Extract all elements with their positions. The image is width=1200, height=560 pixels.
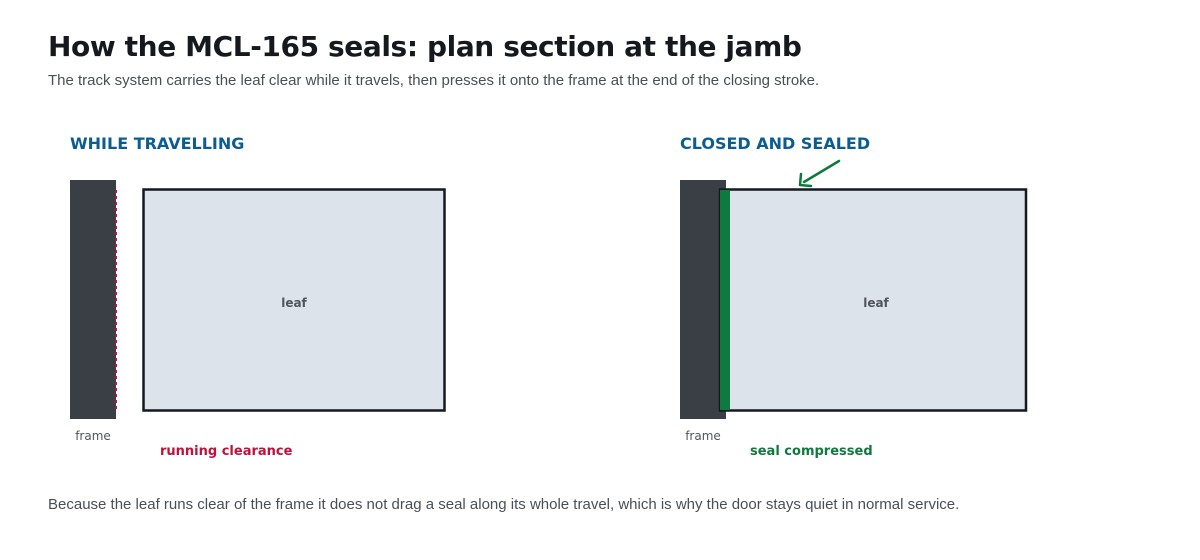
leaf-travelling: [142, 188, 446, 412]
leaf-sealed: [718, 188, 1028, 412]
page-subtitle: The track system carries the leaf clear …: [48, 72, 820, 89]
panel-heading-travelling: WHILE TRAVELLING: [70, 134, 244, 153]
page-title: How the MCL-165 seals: plan section at t…: [48, 30, 802, 63]
running-clearance-callout: running clearance: [160, 444, 293, 459]
frame-label-sealed: frame: [685, 429, 721, 443]
panel-travelling: WHILE TRAVELLING leaf frame running clea…: [70, 134, 446, 459]
frame-jamb-travelling: [70, 180, 116, 419]
panel-sealed: CLOSED AND SEALED leaf frame seal compre…: [680, 134, 1028, 459]
seal-compressed-callout: seal compressed: [750, 444, 873, 459]
frame-jamb-sealed: [680, 180, 726, 419]
footer-note: Because the leaf runs clear of the frame…: [48, 496, 960, 513]
press-arrow-icon: [798, 159, 841, 188]
frame-label-travelling: frame: [75, 429, 111, 443]
leaf-label-sealed: leaf: [863, 296, 889, 310]
panel-heading-sealed: CLOSED AND SEALED: [680, 134, 870, 153]
compressed-seal: [720, 190, 730, 410]
leaf-label-travelling: leaf: [281, 296, 307, 310]
